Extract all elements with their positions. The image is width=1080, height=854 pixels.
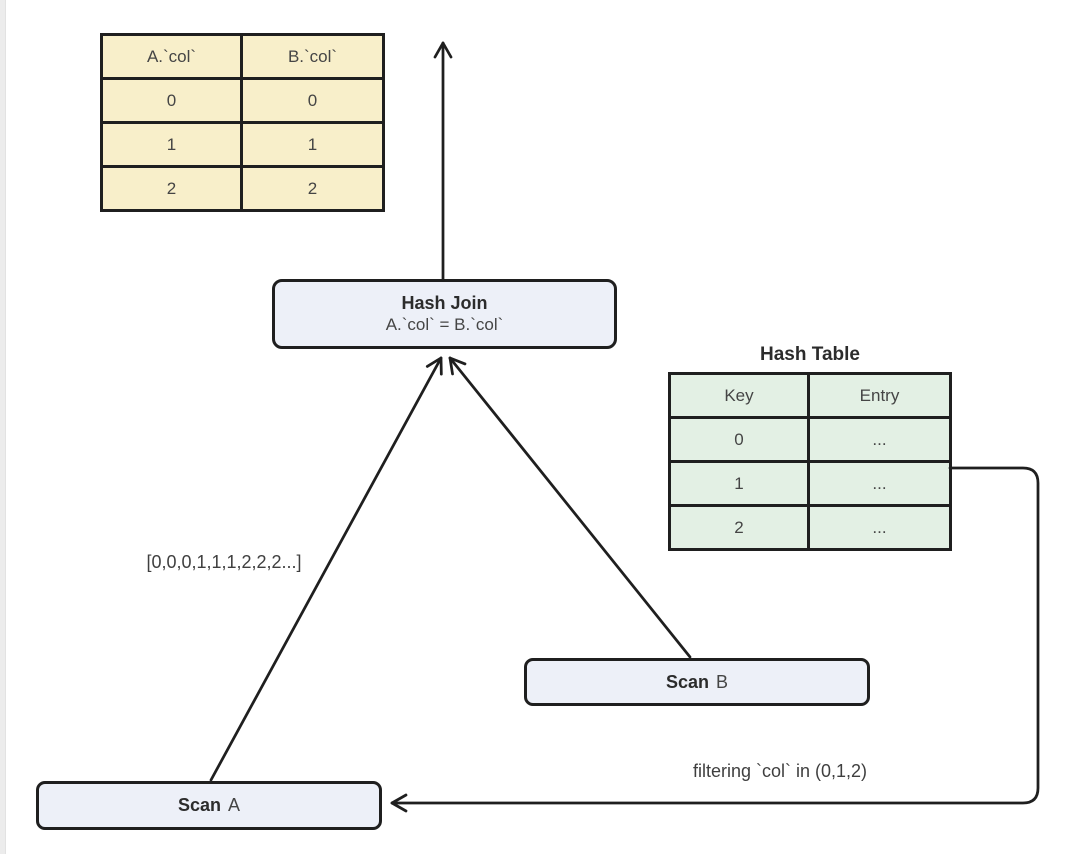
hash-cell-entry: ...	[807, 416, 952, 463]
result-header-a-col: A.`col`	[100, 33, 243, 80]
table-row: 1 ...	[668, 460, 952, 507]
hash-cell-key: 1	[668, 460, 810, 507]
hash-join-node: Hash Join A.`col` = B.`col`	[272, 279, 617, 349]
hash-header-key: Key	[668, 372, 810, 419]
hash-cell-entry: ...	[807, 504, 952, 551]
hash-join-condition: A.`col` = B.`col`	[385, 315, 504, 335]
probe-array-annotation: [0,0,0,1,1,1,2,2,2...]	[146, 552, 302, 572]
table-row: 0 ...	[668, 416, 952, 463]
result-header-b-col: B.`col`	[240, 33, 385, 80]
result-cell: 2	[240, 165, 385, 212]
table-row: 2 ...	[668, 504, 952, 551]
filter-pushdown-annotation: filtering `col` in (0,1,2)	[692, 761, 868, 781]
scan-b-table: B	[716, 671, 729, 692]
scan-a-op: Scan	[177, 795, 221, 816]
hash-header-entry: Entry	[807, 372, 952, 419]
hash-join-title: Hash Join	[401, 292, 488, 313]
scan-a-table: A	[228, 795, 241, 815]
result-cell: 0	[240, 77, 385, 124]
hash-cell-entry: ...	[807, 460, 952, 507]
scan-b-node: Scan B	[524, 658, 870, 706]
table-header-row: A.`col` B.`col`	[100, 33, 385, 80]
table-row: 2 2	[100, 165, 385, 212]
result-cell: 0	[100, 77, 243, 124]
scan-b-op: Scan	[665, 671, 709, 692]
table-row: 1 1	[100, 121, 385, 168]
hash-cell-key: 2	[668, 504, 810, 551]
table-row: 0 0	[100, 77, 385, 124]
join-result-table: A.`col` B.`col` 0 0 1 1 2 2	[100, 33, 385, 212]
table-header-row: Key Entry	[668, 372, 952, 419]
hash-table-title: Hash Table	[760, 344, 860, 365]
hash-table: Key Entry 0 ... 1 ... 2 ...	[668, 372, 952, 551]
result-cell: 1	[240, 121, 385, 168]
result-cell: 2	[100, 165, 243, 212]
window-edge-strip	[0, 0, 6, 854]
result-cell: 1	[100, 121, 243, 168]
hash-cell-key: 0	[668, 416, 810, 463]
arrow-scan-b-to-hashjoin	[448, 356, 692, 659]
scan-a-node: Scan A	[36, 781, 382, 830]
